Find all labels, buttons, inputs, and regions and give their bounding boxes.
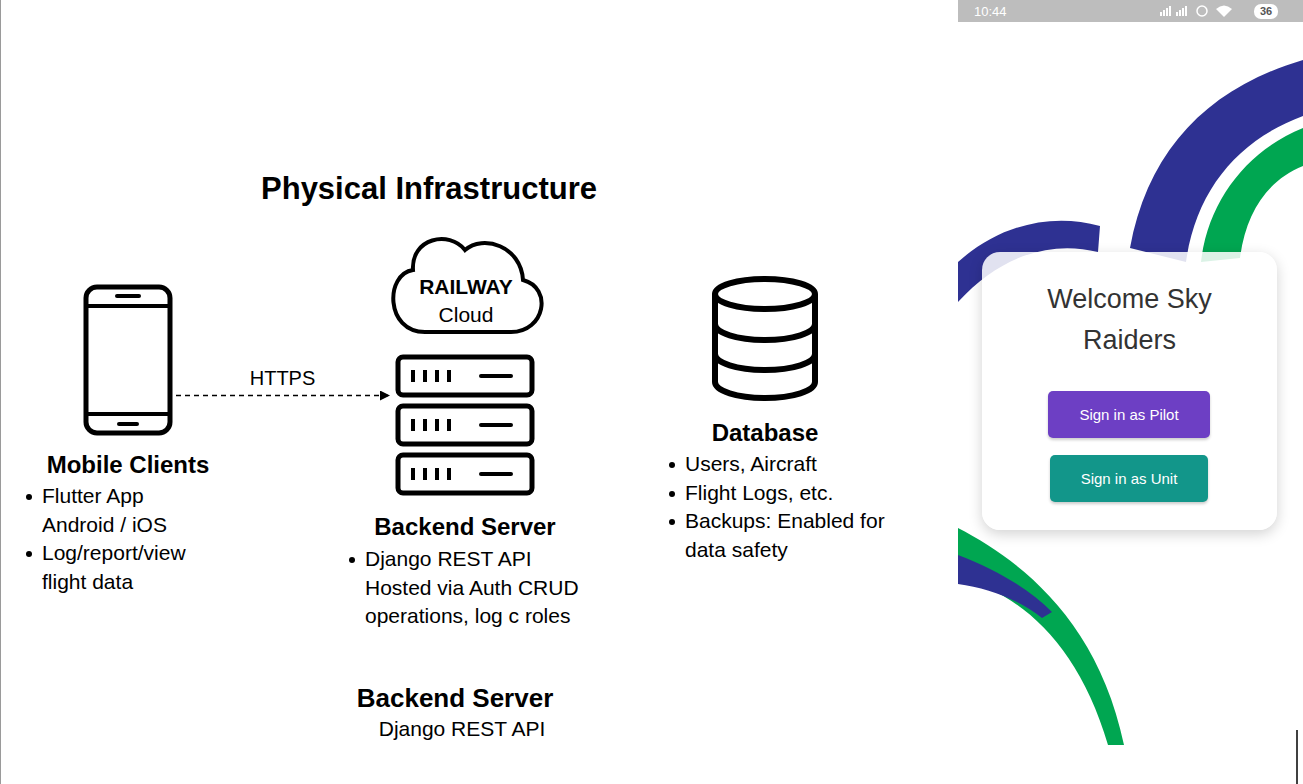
bullet-text: Backups: Enabled for data safety <box>668 507 910 564</box>
bullet-text: Flutter App Android / iOS <box>25 482 220 539</box>
server-icon <box>395 355 535 497</box>
server-node: Backend ServerDjango REST API Hosted via… <box>395 355 535 497</box>
https-connector <box>176 395 389 397</box>
screen-ground <box>958 0 1303 784</box>
bullet-list: Users, AircraftFlight Logs, etc. Backups:… <box>668 450 913 564</box>
button-label: Sign in as Pilot <box>1079 406 1178 423</box>
bullet-text: Log/report/view flight data <box>25 539 220 596</box>
green-swoosh <box>1201 128 1303 262</box>
blue-swoosh <box>958 555 1052 618</box>
bullet-dot <box>669 491 675 497</box>
cloud-text: Cloud <box>383 302 549 328</box>
button-label: Sign in as Unit <box>1081 470 1178 487</box>
green-swoosh <box>958 528 1124 745</box>
bullet-text: Flight Logs, etc. <box>668 479 910 508</box>
section-heading: Backend Server <box>305 682 605 714</box>
bullet-text: Django REST API Hosted via Auth CRUD ope… <box>348 545 590 631</box>
sign-in-button: Sign in as Pilot <box>1048 391 1210 438</box>
sign-in-button: Sign in as Unit <box>1050 455 1208 502</box>
bullet-dot <box>349 557 355 563</box>
bullet-column: Flutter App Android / iOSLog/report/view… <box>25 482 220 596</box>
diagram-title: Physical Infrastructure <box>229 170 629 208</box>
bullet-words: Users, Aircraft <box>685 452 817 475</box>
bullet-text: Users, Aircraft <box>668 450 910 479</box>
bullet-dot <box>669 462 675 468</box>
bullet-words: Flight Logs, etc. <box>685 481 833 504</box>
bullet-dot <box>669 519 675 525</box>
bullet-words: Django REST API Hosted via Auth CRUD ope… <box>365 547 579 627</box>
bullet-words: Backups: Enabled for data safety <box>685 509 885 561</box>
phone-icon <box>83 284 173 436</box>
edge-label: HTTPS <box>248 366 318 390</box>
db-icon <box>711 276 819 402</box>
node-heading: Mobile Clients <box>0 450 278 480</box>
battery-level: 36 <box>1254 4 1278 19</box>
edge-tick <box>1296 730 1298 784</box>
db-node: DatabaseUsers, AircraftFlight Logs, etc.… <box>711 276 819 402</box>
bullet-dot <box>26 494 32 500</box>
welcome-text: Welcome Sky Raiders <box>1020 279 1240 361</box>
node-heading: Database <box>615 418 915 448</box>
bullet-column: Django REST API Hosted via Auth CRUD ope… <box>348 545 590 631</box>
bullet-words: Flutter App Android / iOS <box>42 484 167 536</box>
cloud-text: RAILWAY <box>383 274 549 300</box>
status-bar <box>958 0 1303 22</box>
welcome-card: Welcome Sky RaidersSign in as PilotSign … <box>982 252 1277 530</box>
node-heading: Backend Server <box>315 512 615 542</box>
bullet-words: Log/report/view flight data <box>42 541 186 593</box>
bullet-list: Django REST API Hosted via Auth CRUD ope… <box>348 545 593 631</box>
signal-icons <box>1160 6 1232 18</box>
bullet-dot <box>26 551 32 557</box>
phone-node: Mobile ClientsFlutter App Android / iOSL… <box>83 284 173 436</box>
bullet-column: Users, AircraftFlight Logs, etc. Backups:… <box>668 450 910 564</box>
cloud-node: RAILWAYCloud <box>383 228 549 338</box>
blue-swoosh <box>1130 60 1303 262</box>
page-edge <box>0 0 1 784</box>
app-screenshot <box>958 0 1303 784</box>
status-time: 10:44 <box>974 4 1007 19</box>
bullet-list: Flutter App Android / iOSLog/report/view… <box>25 482 225 596</box>
section-subtitle: Django REST API <box>312 715 612 743</box>
